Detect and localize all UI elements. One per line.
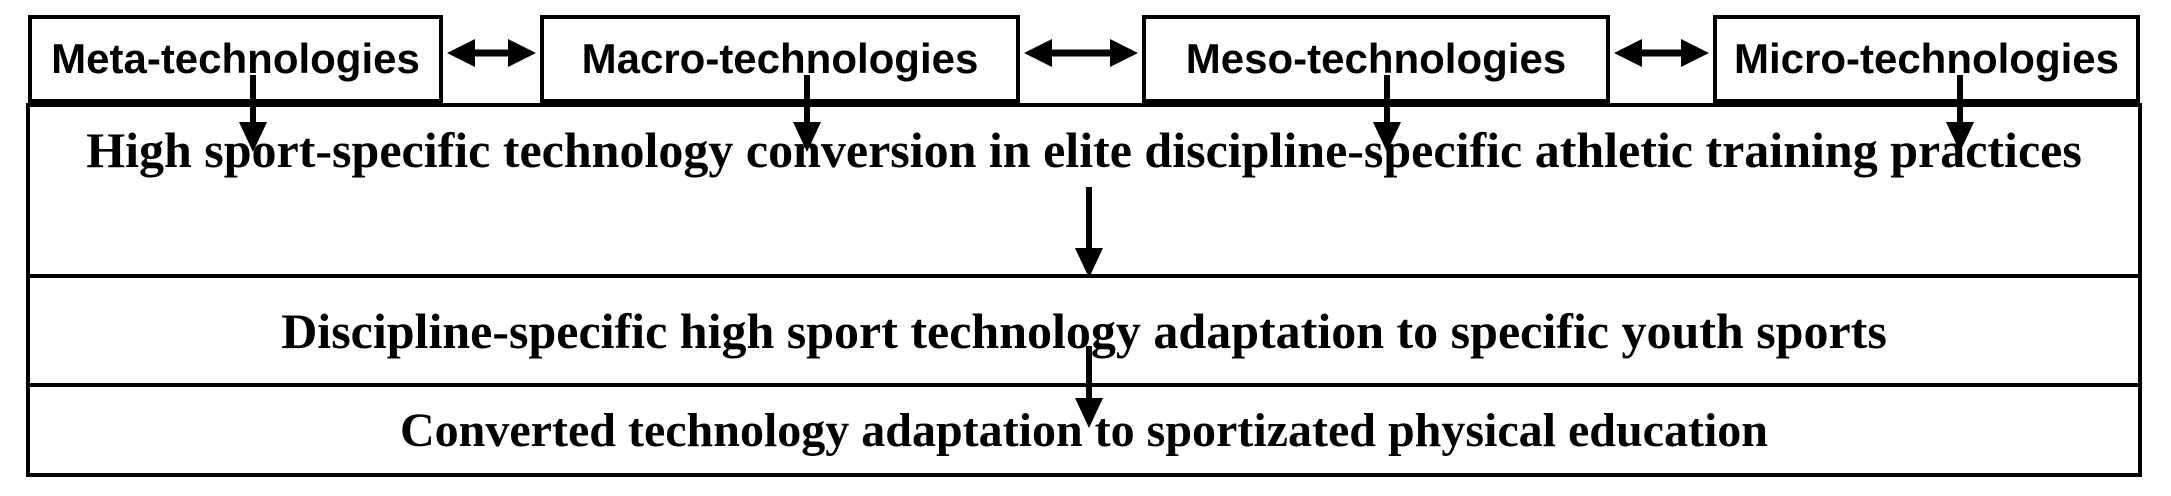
box-micro-technologies: Micro-technologies — [1713, 15, 2140, 103]
main-flow-container: High sport-specific technology conversio… — [26, 103, 2142, 477]
box-meta-technologies: Meta-technologies — [28, 15, 443, 103]
row-physical-education-text: Converted technology adaptation to sport… — [400, 403, 1768, 457]
double-arrow-icon — [1614, 39, 1709, 67]
row-youth-sports: Discipline-specific high sport technolog… — [30, 278, 2138, 387]
row-elite-training-text: High sport-specific technology conversio… — [86, 122, 2082, 178]
box-meso-technologies: Meso-technologies — [1142, 15, 1610, 103]
double-arrow-icon — [447, 39, 536, 67]
row-physical-education: Converted technology adaptation to sport… — [30, 387, 2138, 473]
box-meso-technologies-label: Meso-technologies — [1185, 35, 1567, 82]
double-arrow-icon — [1024, 39, 1138, 67]
box-macro-technologies-label: Macro-technologies — [581, 35, 979, 82]
box-micro-technologies-label: Micro-technologies — [1733, 35, 2120, 82]
row-elite-training-practices: High sport-specific technology conversio… — [30, 107, 2138, 278]
box-macro-technologies: Macro-technologies — [540, 15, 1020, 103]
box-meta-technologies-label: Meta-technologies — [51, 35, 420, 82]
row-youth-sports-text: Discipline-specific high sport technolog… — [281, 302, 1887, 359]
